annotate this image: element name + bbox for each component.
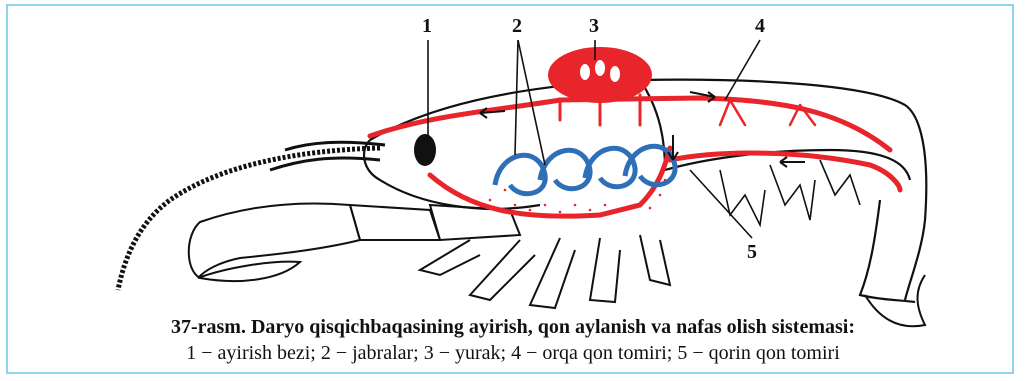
heart xyxy=(548,47,652,103)
swimmerets xyxy=(720,160,860,225)
label-1: 1 xyxy=(422,15,432,37)
caption-title: 37-rasm. Daryo qisqichbaqasining ayirish… xyxy=(0,314,1026,340)
label-4: 4 xyxy=(755,15,765,37)
caption-legend: 1 − ayirish bezi; 2 − jabralar; 3 − yura… xyxy=(0,340,1026,366)
gills xyxy=(495,146,675,193)
claw-and-legs xyxy=(189,204,670,308)
label-3: 3 xyxy=(589,15,599,37)
green-gland xyxy=(414,134,436,166)
label-5: 5 xyxy=(747,241,757,263)
label-2: 2 xyxy=(512,15,522,37)
figure-caption: 37-rasm. Daryo qisqichbaqasining ayirish… xyxy=(0,314,1026,366)
antennae xyxy=(118,142,385,290)
